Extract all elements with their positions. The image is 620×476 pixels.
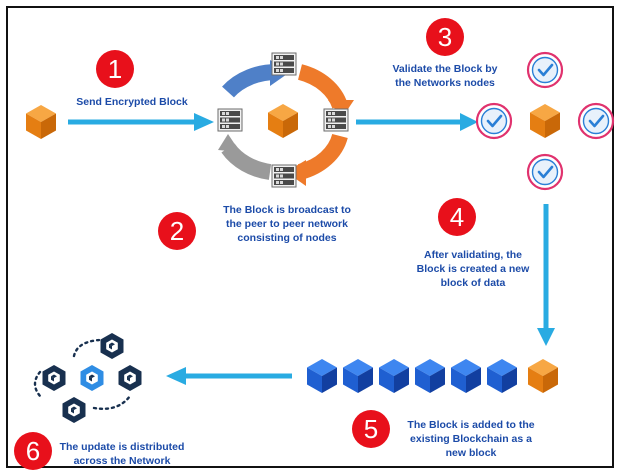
step-6-line-1: The update is distributed <box>59 441 185 453</box>
step-3-badge: 3 <box>426 18 464 56</box>
validated-block-cube-icon <box>530 104 560 138</box>
step-1-line-1: Send Encrypted Block <box>76 96 188 108</box>
source-block-cube-icon <box>26 105 56 139</box>
new-block-cube-icon <box>528 359 558 393</box>
server-icon <box>271 52 297 76</box>
checkmark-circle-icon <box>577 102 615 140</box>
step-6-line-2: across the Network <box>73 455 171 467</box>
step-5-line-2: existing Blockchain as a <box>410 433 532 445</box>
step-5-line-3: new block <box>445 447 497 459</box>
network-icon <box>33 333 142 423</box>
server-icon <box>271 164 297 188</box>
diagram-frame <box>6 6 614 468</box>
step-6-badge: 6 <box>14 432 52 470</box>
step-1-label: Send Encrypted Block <box>62 95 202 109</box>
blockchain <box>307 359 558 393</box>
step-3-label: Validate the Block by the Networks nodes <box>380 62 510 90</box>
chain-block-cube-icon <box>451 359 481 393</box>
chain-block-cube-icon <box>307 359 337 393</box>
network-node-icon <box>42 365 66 391</box>
network-node-icon <box>80 365 104 391</box>
network-node-icon <box>62 397 86 423</box>
step-2-label: The Block is broadcast to the peer to pe… <box>212 203 362 245</box>
checkmark-circle-icon <box>475 102 513 140</box>
step-4-label: After validating, the Block is created a… <box>408 248 538 290</box>
server-icon <box>323 108 349 132</box>
send-arrow <box>68 113 214 131</box>
step-4-line-1: After validating, the <box>423 249 522 261</box>
broadcast-arrow <box>356 113 478 131</box>
step-5-label: The Block is added to the existing Block… <box>396 418 546 460</box>
broadcast-block-cube-icon <box>268 104 298 138</box>
step-2-line-1: The Block is broadcast to <box>223 204 351 216</box>
step-6-label: The update is distributed across the Net… <box>52 440 192 468</box>
server-icon <box>217 108 243 132</box>
checkmark-circle-icon <box>526 153 564 191</box>
checkmark-circle-icon <box>526 51 564 89</box>
create-block-arrow <box>537 204 555 346</box>
step-5-badge: 5 <box>352 410 390 448</box>
chain-block-cube-icon <box>487 359 517 393</box>
step-3-line-2: the Networks nodes <box>395 77 495 89</box>
step-4-badge: 4 <box>438 198 476 236</box>
chain-block-cube-icon <box>415 359 445 393</box>
step-1-badge: 1 <box>96 50 134 88</box>
network-node-icon <box>118 365 142 391</box>
chain-block-cube-icon <box>379 359 409 393</box>
distribute-arrow <box>166 367 292 385</box>
network-node-icon <box>100 333 124 359</box>
step-3-line-1: Validate the Block by <box>392 63 498 75</box>
step-4-line-2: Block is created a new <box>416 263 530 275</box>
chain-block-cube-icon <box>343 359 373 393</box>
step-4-line-3: block of data <box>440 277 506 289</box>
step-2-line-2: the peer to peer network <box>226 218 348 230</box>
step-2-badge: 2 <box>158 212 196 250</box>
step-2-line-3: consisting of nodes <box>237 232 337 244</box>
step-5-line-1: The Block is added to the <box>407 419 535 431</box>
